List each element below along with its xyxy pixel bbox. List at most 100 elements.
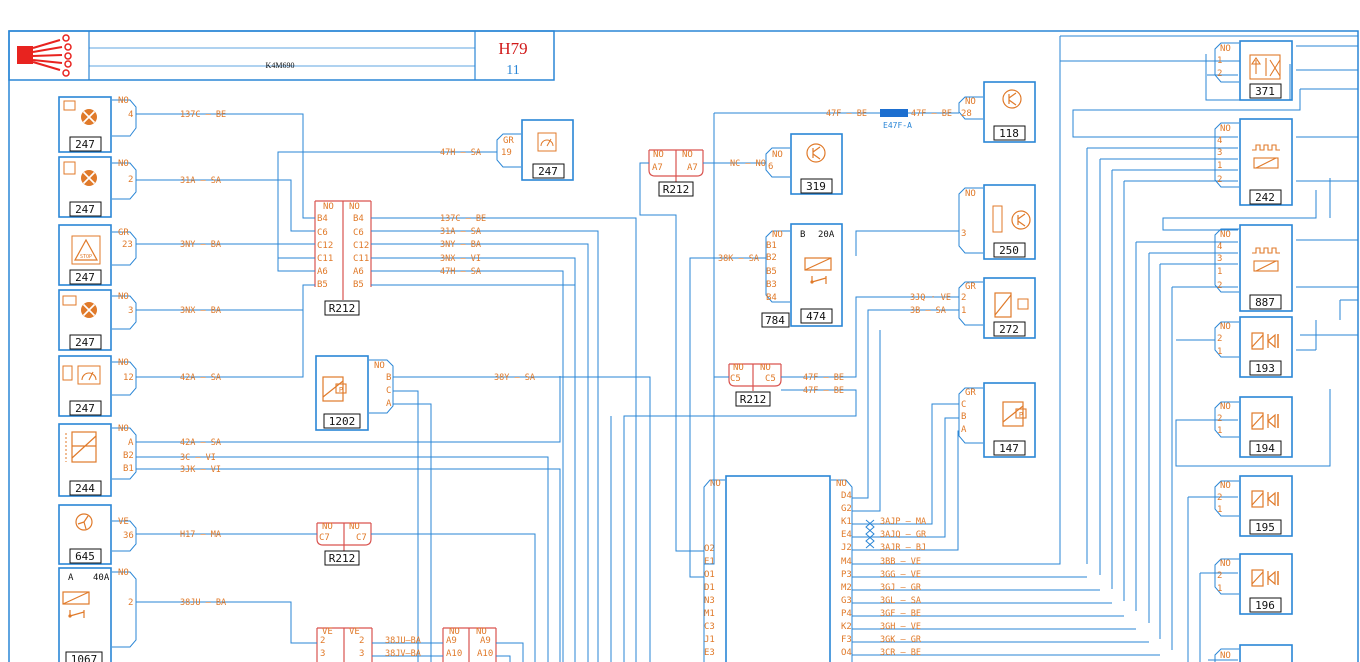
pressure-sensor-icon — [1002, 401, 1027, 427]
connector-pin: 3 — [961, 229, 966, 239]
svg-text:A10: A10 — [477, 649, 493, 659]
component-number: 1067 — [71, 653, 98, 662]
component-number: 247 — [75, 336, 95, 349]
connector-pin: B — [386, 373, 391, 383]
svg-text:H17 — MA: H17 — MA — [180, 530, 221, 540]
stop-triangle-icon: STOP — [71, 235, 101, 265]
svg-text:B4: B4 — [353, 214, 364, 224]
svg-text:C12: C12 — [317, 241, 333, 251]
component-number: 250 — [999, 244, 1019, 257]
component-number: 195 — [1255, 521, 1275, 534]
transistor-icon — [992, 205, 1031, 233]
svg-text:3GG — VE: 3GG — VE — [880, 570, 921, 580]
connector-pin: 2 — [1217, 334, 1222, 344]
connector-code: VE — [118, 517, 129, 527]
svg-text:3AJP — MA: 3AJP — MA — [880, 517, 926, 527]
svg-text:A7: A7 — [687, 163, 698, 173]
svg-text:3AJQ — GR: 3AJQ — GR — [880, 530, 927, 540]
svg-text:3NY — BA: 3NY — BA — [180, 240, 221, 250]
component-371 — [1239, 40, 1293, 101]
component-247-a — [58, 96, 112, 153]
svg-text:G3: G3 — [841, 596, 852, 606]
wire-labels: 137C — BE 31A — SA 3NY — BA 3NX — BA 42A… — [180, 109, 952, 659]
component-number: 196 — [1255, 599, 1275, 612]
component-number: 247 — [75, 402, 95, 415]
svg-text:NO: NO — [653, 150, 664, 160]
svg-text:NO: NO — [322, 522, 333, 532]
svg-text:NC — NO: NC — NO — [730, 159, 766, 169]
svg-text:A10: A10 — [446, 649, 462, 659]
svg-text:C6: C6 — [317, 228, 328, 238]
svg-text:D4: D4 — [841, 491, 852, 501]
svg-text:B5: B5 — [317, 280, 328, 290]
svg-text:3GK — GR: 3GK — GR — [880, 635, 922, 645]
svg-text:C3: C3 — [704, 622, 715, 632]
connector-code: NO — [1220, 230, 1231, 240]
svg-text:C12: C12 — [353, 241, 369, 251]
connector-pin: 2 — [1217, 69, 1222, 79]
svg-text:3AJR — BJ: 3AJR — BJ — [880, 543, 926, 553]
connector-pin: 4 — [128, 110, 133, 120]
connector-pin: 4 — [1217, 242, 1222, 252]
svg-text:3NX — BA: 3NX — BA — [180, 306, 221, 316]
connector-code: NO — [1220, 559, 1231, 569]
svg-text:3GL — SA: 3GL — SA — [880, 596, 921, 606]
svg-text:R212: R212 — [329, 302, 356, 315]
connector-code: NO — [1220, 322, 1231, 332]
splice: E47F-A — [880, 109, 912, 130]
svg-text:NO: NO — [349, 522, 360, 532]
connector-pin: 28 — [961, 109, 972, 119]
svg-text:38JU—BA: 38JU—BA — [385, 636, 421, 646]
component-242 — [1239, 118, 1293, 206]
component-196 — [1239, 553, 1293, 615]
connector-pin: 12 — [123, 373, 134, 383]
svg-text:B5: B5 — [353, 280, 364, 290]
component-number: 194 — [1255, 442, 1275, 455]
svg-text:38K — SA: 38K — SA — [718, 254, 759, 264]
warning-lamp-icon — [62, 295, 98, 319]
connector-pin: 3 — [1217, 148, 1222, 158]
svg-text:J2: J2 — [841, 543, 852, 553]
svg-text:E1: E1 — [704, 557, 715, 567]
connector-code: NO — [772, 150, 783, 160]
relay-icon — [804, 257, 832, 285]
relay-rating: 40A — [93, 573, 110, 583]
svg-text:C6: C6 — [353, 228, 364, 238]
svg-text:3CR — BE: 3CR — BE — [880, 648, 921, 658]
connector-pin: 3 — [128, 306, 133, 316]
component-247-e — [58, 355, 112, 417]
svg-text:3B — SA: 3B — SA — [910, 306, 946, 316]
connector-pin: 4 — [1217, 136, 1222, 146]
connector-pin: 2 — [128, 598, 133, 608]
connector-pin: 2 — [961, 293, 966, 303]
ecu-pins: NO O2 E1 O1 D1 N3 M1 C3 J1 E3 NO D4 G2 K… — [704, 479, 852, 658]
svg-text:137C — BE: 137C — BE — [440, 214, 486, 224]
sheet-code: H79 — [498, 39, 527, 58]
connector-pin: 23 — [122, 240, 133, 250]
svg-text:D1: D1 — [704, 583, 715, 593]
connector-pin: B1 — [123, 464, 134, 474]
connector-pin: 1 — [1217, 505, 1222, 515]
component-number: 319 — [806, 180, 826, 193]
component-195 — [1239, 475, 1293, 537]
svg-text:3BB — VE: 3BB — VE — [880, 557, 921, 567]
connector-pin: 2 — [1217, 281, 1222, 291]
component-250 — [983, 184, 1036, 260]
ecu-box — [725, 475, 831, 662]
connector-code: NO — [118, 568, 129, 578]
svg-text:STOP: STOP — [80, 254, 92, 260]
svg-text:C7: C7 — [319, 533, 330, 543]
connector-pin: 1 — [1217, 426, 1222, 436]
svg-text:A7: A7 — [652, 163, 663, 173]
svg-text:3JK — VI: 3JK — VI — [180, 465, 221, 475]
connector-code: GR — [965, 282, 976, 292]
relay-tag: B — [800, 230, 805, 240]
connector-pin: B2 — [123, 451, 134, 461]
svg-text:47F — BE: 47F — BE — [826, 109, 867, 119]
svg-text:B4: B4 — [317, 214, 328, 224]
twisted-pair-icon — [865, 519, 875, 549]
component-partial — [1239, 644, 1293, 662]
relay-tag: A — [68, 573, 74, 583]
